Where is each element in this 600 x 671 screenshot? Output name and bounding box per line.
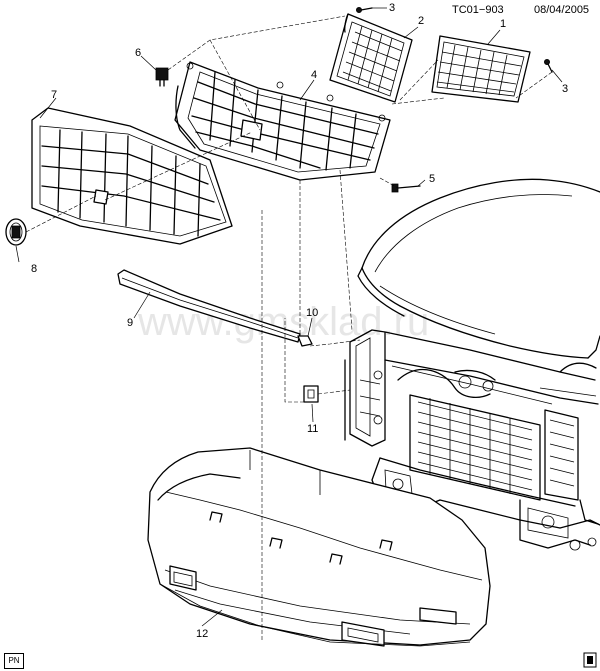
callouts: 1 2 3 3 4 5 6 7 8 9 10 11 12 <box>31 2 568 640</box>
callout-4: 4 <box>311 69 317 81</box>
part-5-bolt <box>391 183 421 193</box>
part-11-bracket <box>303 385 319 403</box>
part-1-grille-insert <box>431 35 531 103</box>
callout-2: 2 <box>418 15 424 27</box>
part-3-screw-right <box>544 59 553 73</box>
callout-9: 9 <box>127 317 133 329</box>
callout-5: 5 <box>429 173 435 185</box>
part-3-screw-upper <box>355 7 373 13</box>
callout-3-upper: 3 <box>389 2 395 14</box>
callout-6: 6 <box>135 47 141 59</box>
callout-12: 12 <box>196 628 208 640</box>
part-7-grille-assembly <box>31 107 233 245</box>
alignment-lines <box>25 15 553 640</box>
document-stamp-icon <box>583 652 597 668</box>
callout-10: 10 <box>306 307 318 319</box>
part-12-bumper-fascia <box>147 447 491 647</box>
callout-8: 8 <box>31 263 37 275</box>
part-10-clip <box>297 335 313 347</box>
part-4-grille-frame <box>174 61 391 181</box>
part-6-push-pin <box>155 67 169 87</box>
drawing-date: 08/04/2005 <box>534 4 589 16</box>
corner-badge: PN <box>4 653 24 669</box>
leader-lines <box>15 7 563 627</box>
drawing-code: TC01−903 <box>452 4 504 16</box>
callout-7: 7 <box>51 89 57 101</box>
callout-1: 1 <box>500 18 506 30</box>
callout-3-right: 3 <box>562 83 568 95</box>
part-2-grille-insert <box>329 13 413 103</box>
part-8-emblem <box>5 218 27 246</box>
callout-11: 11 <box>307 423 318 435</box>
